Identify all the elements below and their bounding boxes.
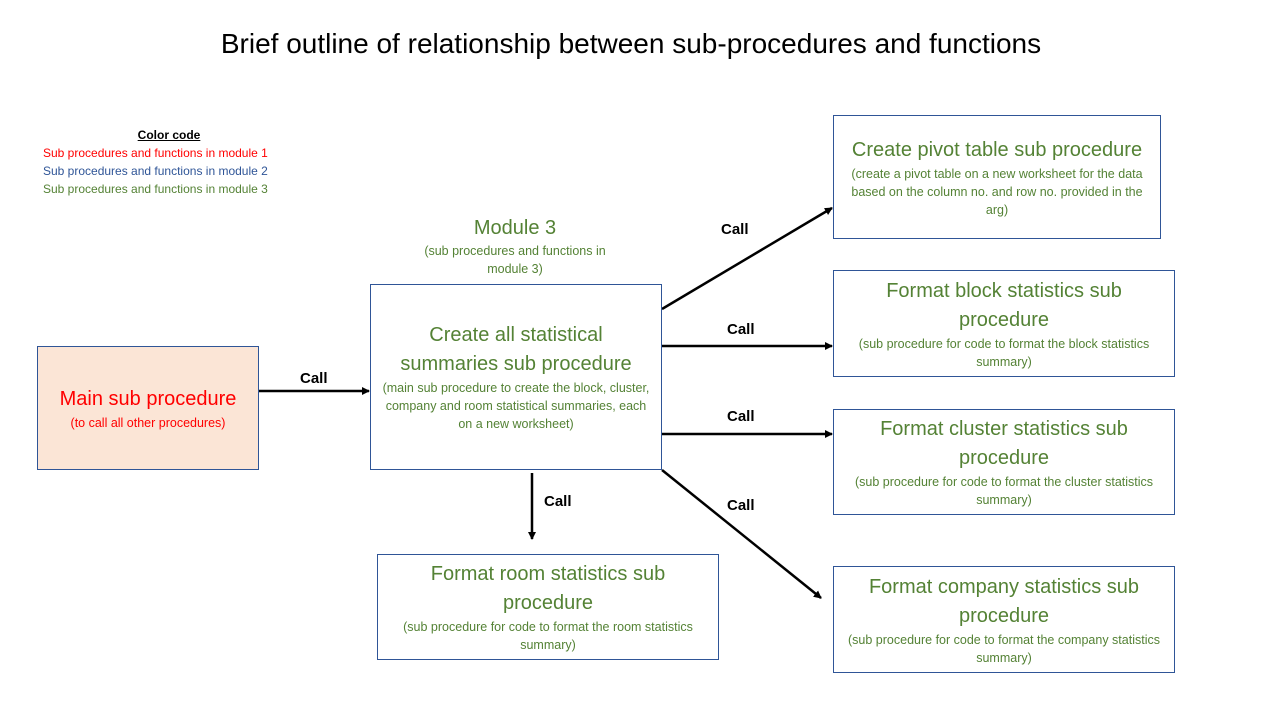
pivot-box-description: (create a pivot table on a new worksheet… bbox=[851, 166, 1143, 217]
legend-item-module-2: Sub procedures and functions in module 2 bbox=[43, 164, 268, 178]
pivot-box-title: Create pivot table sub procedure bbox=[851, 138, 1143, 161]
room-box-description: (sub procedure for code to format the ro… bbox=[403, 620, 693, 652]
company-box-description: (sub procedure for code to format the co… bbox=[848, 632, 1160, 665]
create-all-box-description: (main sub procedure to create the block,… bbox=[382, 381, 650, 431]
format-cluster-statistics-box: Format cluster statistics sub procedure … bbox=[833, 409, 1175, 515]
call-label-block: Call bbox=[727, 321, 755, 338]
cluster-box-description: (sub procedure for code to format the cl… bbox=[854, 475, 1154, 507]
room-box-title: Format room statistics sub procedure bbox=[430, 563, 666, 614]
legend-item-module-1: Sub procedures and functions in module 1 bbox=[43, 146, 268, 160]
cluster-box-title: Format cluster statistics sub procedure bbox=[880, 418, 1128, 469]
call-label-company: Call bbox=[727, 497, 755, 514]
format-room-statistics-box: Format room statistics sub procedure (su… bbox=[377, 554, 719, 660]
create-pivot-table-box: Create pivot table sub procedure (create… bbox=[833, 115, 1161, 239]
diagram-title: Brief outline of relationship between su… bbox=[220, 28, 1042, 59]
module-description: (sub procedures and functions in module … bbox=[424, 244, 606, 276]
call-label-room: Call bbox=[544, 493, 572, 510]
module-3-label: Module 3 (sub procedures and functions i… bbox=[410, 214, 620, 278]
main-box-title: Main sub procedure bbox=[59, 387, 237, 410]
arrow-create-to-pivot bbox=[661, 206, 833, 311]
create-all-box-title: Create all statistical summaries sub pro… bbox=[400, 324, 632, 375]
main-box-description: (to call all other procedures) bbox=[70, 415, 226, 430]
block-box-description: (sub procedure for code to format the bl… bbox=[858, 336, 1150, 369]
color-legend: Color code Sub procedures and functions … bbox=[43, 126, 295, 198]
block-box-title: Format block statistics sub procedure bbox=[886, 279, 1122, 331]
arrow-create-to-company bbox=[661, 469, 822, 599]
legend-item-module-3: Sub procedures and functions in module 3 bbox=[43, 182, 268, 196]
legend-heading: Color code bbox=[137, 128, 201, 142]
company-box-title: Format company statistics sub procedure bbox=[868, 575, 1140, 627]
create-all-summaries-box: Create all statistical summaries sub pro… bbox=[370, 284, 662, 470]
call-label-main: Call bbox=[300, 370, 328, 387]
call-label-cluster: Call bbox=[727, 408, 755, 425]
call-label-pivot: Call bbox=[721, 221, 749, 238]
format-company-statistics-box: Format company statistics sub procedure … bbox=[833, 566, 1175, 673]
format-block-statistics-box: Format block statistics sub procedure (s… bbox=[833, 270, 1175, 377]
main-sub-procedure-box: Main sub procedure (to call all other pr… bbox=[37, 346, 259, 470]
module-title: Module 3 bbox=[473, 217, 557, 239]
